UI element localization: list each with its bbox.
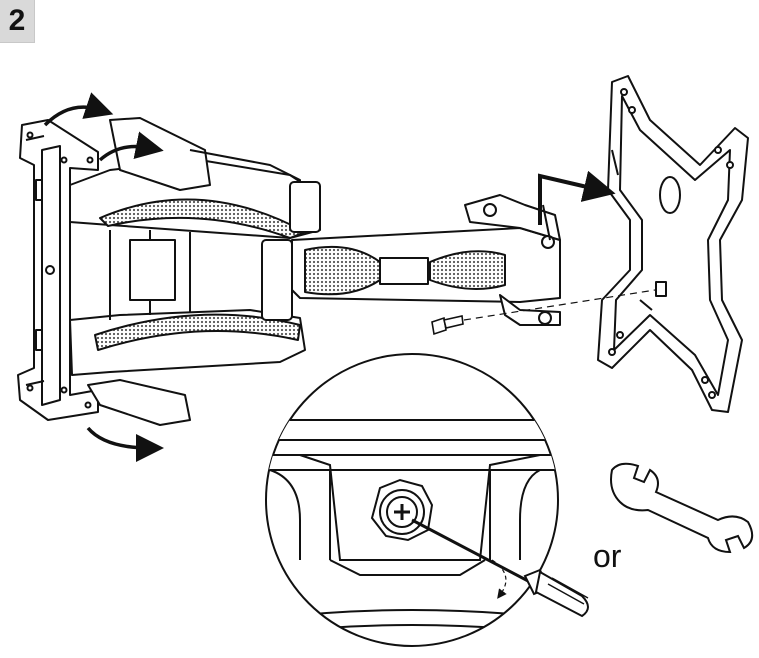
screw-icon [431, 315, 464, 336]
extension-arm [291, 194, 561, 326]
detail-magnifier [265, 353, 559, 647]
rotation-arrow-icon [43, 92, 164, 462]
step-badge: 2 [0, 0, 35, 43]
alignment-line [463, 289, 656, 321]
alternative-label: or [593, 538, 622, 574]
wall-plate [17, 119, 99, 421]
lower-arm [69, 230, 306, 426]
upper-arm [69, 117, 321, 239]
tv-bracket-plate [597, 75, 749, 413]
step-number: 2 [8, 4, 26, 37]
wrench-icon [610, 462, 754, 554]
screwdriver-icon [411, 518, 589, 618]
bolt-head-icon [370, 478, 434, 542]
direction-arrow-icon [538, 170, 616, 225]
